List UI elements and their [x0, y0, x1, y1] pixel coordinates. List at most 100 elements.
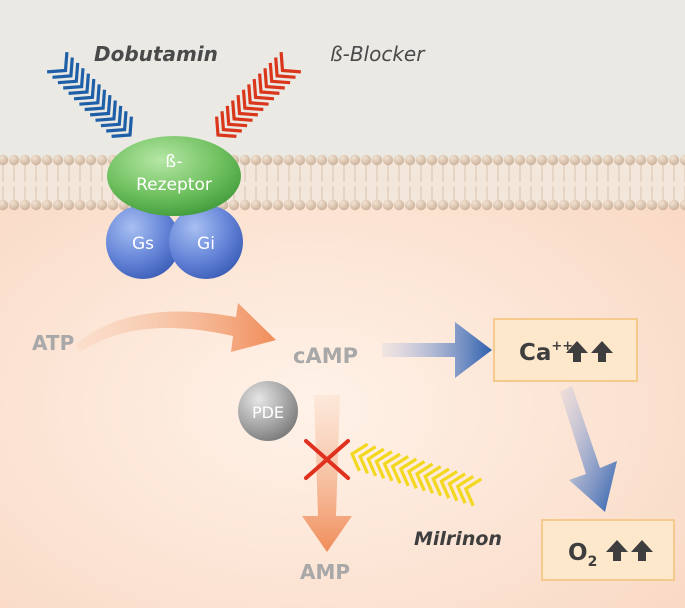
calcium-label: Ca++	[519, 339, 573, 366]
beta-blocker-label: ß-Blocker	[330, 42, 426, 66]
chevron-stroke	[274, 57, 296, 79]
chevron-stroke	[46, 51, 69, 74]
lipid-head	[272, 199, 284, 211]
calcium-increase-arrows	[566, 341, 613, 362]
lipid-head	[250, 154, 262, 166]
lipid-head	[481, 199, 493, 211]
lipid-head	[63, 154, 75, 166]
lipid-head	[481, 154, 493, 166]
lipid-head	[569, 199, 581, 211]
lipid-head	[547, 154, 559, 166]
lipid-head	[646, 199, 658, 211]
lipid-head	[602, 154, 614, 166]
camp-label: cAMP	[293, 344, 358, 368]
chevron-stroke	[390, 455, 410, 484]
lipid-head	[547, 199, 559, 211]
lipid-head	[327, 199, 339, 211]
lipid-head	[74, 154, 86, 166]
chevron-stroke	[463, 477, 483, 507]
lipid-head	[657, 154, 669, 166]
chevron-stroke	[252, 78, 275, 101]
lipid-head	[52, 199, 64, 211]
beta-receptor	[107, 136, 241, 216]
lipid-head	[338, 199, 350, 211]
chevron-stroke	[57, 62, 80, 85]
inhibition-cross-stroke	[304, 439, 350, 480]
lipid-head	[96, 199, 108, 211]
lipid-head	[525, 154, 537, 166]
lipid-head	[624, 199, 636, 211]
extracellular-space	[0, 0, 685, 160]
lipid-head	[426, 154, 438, 166]
lipid-head	[327, 154, 339, 166]
camp-to-calcium-arrow	[382, 322, 492, 378]
lipid-head	[613, 199, 625, 211]
chevron-stroke	[263, 68, 285, 90]
lipid-head	[360, 199, 372, 211]
lipid-head	[316, 154, 328, 166]
lipid-head	[558, 154, 570, 166]
lipid-head	[41, 199, 53, 211]
lipid-head	[624, 154, 636, 166]
lipid-head	[0, 154, 9, 166]
dobutamin-arrow	[46, 51, 133, 138]
lipid-head	[569, 154, 581, 166]
gi-subunit	[169, 205, 243, 279]
lipid-head	[393, 154, 405, 166]
chevron-stroke	[455, 475, 475, 504]
lipid-head	[492, 199, 504, 211]
lipid-head	[30, 199, 42, 211]
lipid-head	[536, 199, 548, 211]
lipid-head	[338, 154, 350, 166]
lipid-head	[657, 199, 669, 211]
lipid-head	[283, 154, 295, 166]
lipid-head	[8, 199, 20, 211]
chevron-stroke	[52, 57, 74, 79]
pde-label: PDE	[252, 403, 284, 422]
oxygen-symbol: O	[568, 540, 588, 566]
lipid-head	[360, 154, 372, 166]
chevron-stroke	[247, 84, 269, 106]
lipid-head	[283, 199, 295, 211]
lipid-head	[514, 154, 526, 166]
lipid-head	[8, 154, 20, 166]
lipid-head	[558, 199, 570, 211]
chevron-stroke	[79, 84, 101, 106]
gi-label: Gi	[197, 234, 215, 254]
chevron-stroke	[447, 472, 466, 502]
chevron-stroke	[358, 445, 377, 475]
camp-degradation-arrow	[302, 395, 352, 552]
lipid-head	[580, 199, 592, 211]
chevron-stroke	[279, 51, 302, 74]
lipid-head	[349, 154, 361, 166]
chevron-stroke	[215, 116, 237, 138]
oxygen-increase-arrows	[606, 540, 653, 561]
lipid-head	[107, 199, 119, 211]
lipid-head	[294, 154, 306, 166]
chevron-stroke	[231, 100, 253, 122]
lipid-head	[503, 199, 515, 211]
oxygen-label: O2	[568, 540, 597, 570]
lipid-head	[85, 199, 97, 211]
chevron-stroke	[68, 73, 90, 95]
chevron-stroke	[73, 78, 96, 101]
chevron-stroke	[423, 465, 442, 494]
lipid-head	[261, 154, 273, 166]
lipid-head	[514, 199, 526, 211]
lipid-head	[349, 199, 361, 211]
oxygen-subscript: 2	[588, 554, 598, 570]
calcium-box	[493, 318, 638, 382]
chevron-stroke	[439, 470, 458, 499]
calcium-charge: ++	[551, 339, 573, 354]
chevron-stroke	[398, 457, 418, 487]
lipid-head	[503, 154, 515, 166]
lipid-head	[470, 154, 482, 166]
lipid-head	[404, 154, 416, 166]
lipid-head	[228, 199, 240, 211]
lipid-head	[668, 154, 680, 166]
lipid-head	[305, 154, 317, 166]
chevron-stroke	[374, 450, 393, 480]
lipid-head	[591, 199, 603, 211]
lipid-head	[19, 199, 31, 211]
